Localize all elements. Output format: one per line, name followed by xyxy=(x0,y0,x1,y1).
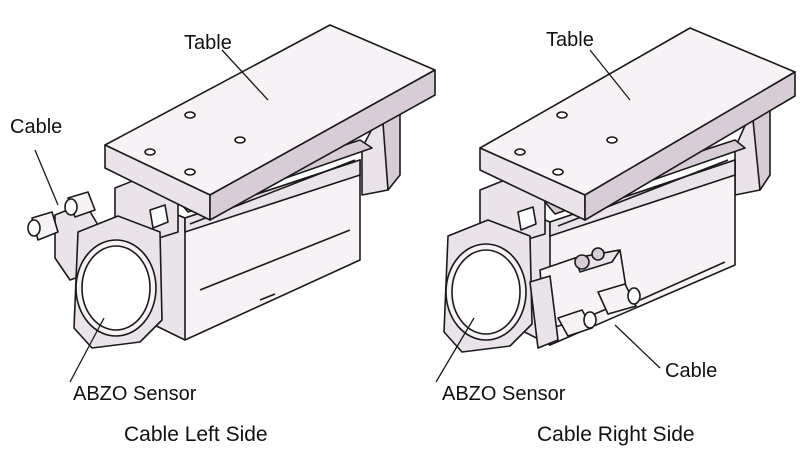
left-actuator xyxy=(27,24,436,383)
right-sensor-housing xyxy=(443,219,533,353)
left-cable-label: Cable xyxy=(10,116,63,138)
right-sensor-leader xyxy=(435,317,475,383)
left-table-label: Table xyxy=(184,32,232,54)
left-caption: Cable Left Side xyxy=(124,423,268,446)
right-sensor-label: ABZO Sensor xyxy=(442,383,566,405)
left-sensor-label: ABZO Sensor xyxy=(73,383,197,405)
left-actuator-body xyxy=(139,159,361,341)
right-leader-lines xyxy=(435,49,661,383)
right-caption: Cable Right Side xyxy=(537,423,695,446)
right-cable-label: Cable xyxy=(665,360,718,382)
right-actuator xyxy=(435,27,796,383)
left-sensor-leader xyxy=(69,317,105,383)
right-table-label: Table xyxy=(546,29,594,51)
left-table-leader xyxy=(221,49,269,101)
left-rear-bracket xyxy=(361,109,401,196)
right-table-plate xyxy=(479,27,796,221)
right-cable-connector xyxy=(529,247,641,349)
left-cable-leader xyxy=(34,149,59,206)
left-table-plate xyxy=(104,24,436,221)
right-cable-leader xyxy=(614,324,661,369)
left-leader-lines xyxy=(34,49,269,383)
right-table-leader xyxy=(589,49,631,101)
left-sensor-housing xyxy=(73,215,163,349)
left-cable-connector xyxy=(27,191,99,281)
